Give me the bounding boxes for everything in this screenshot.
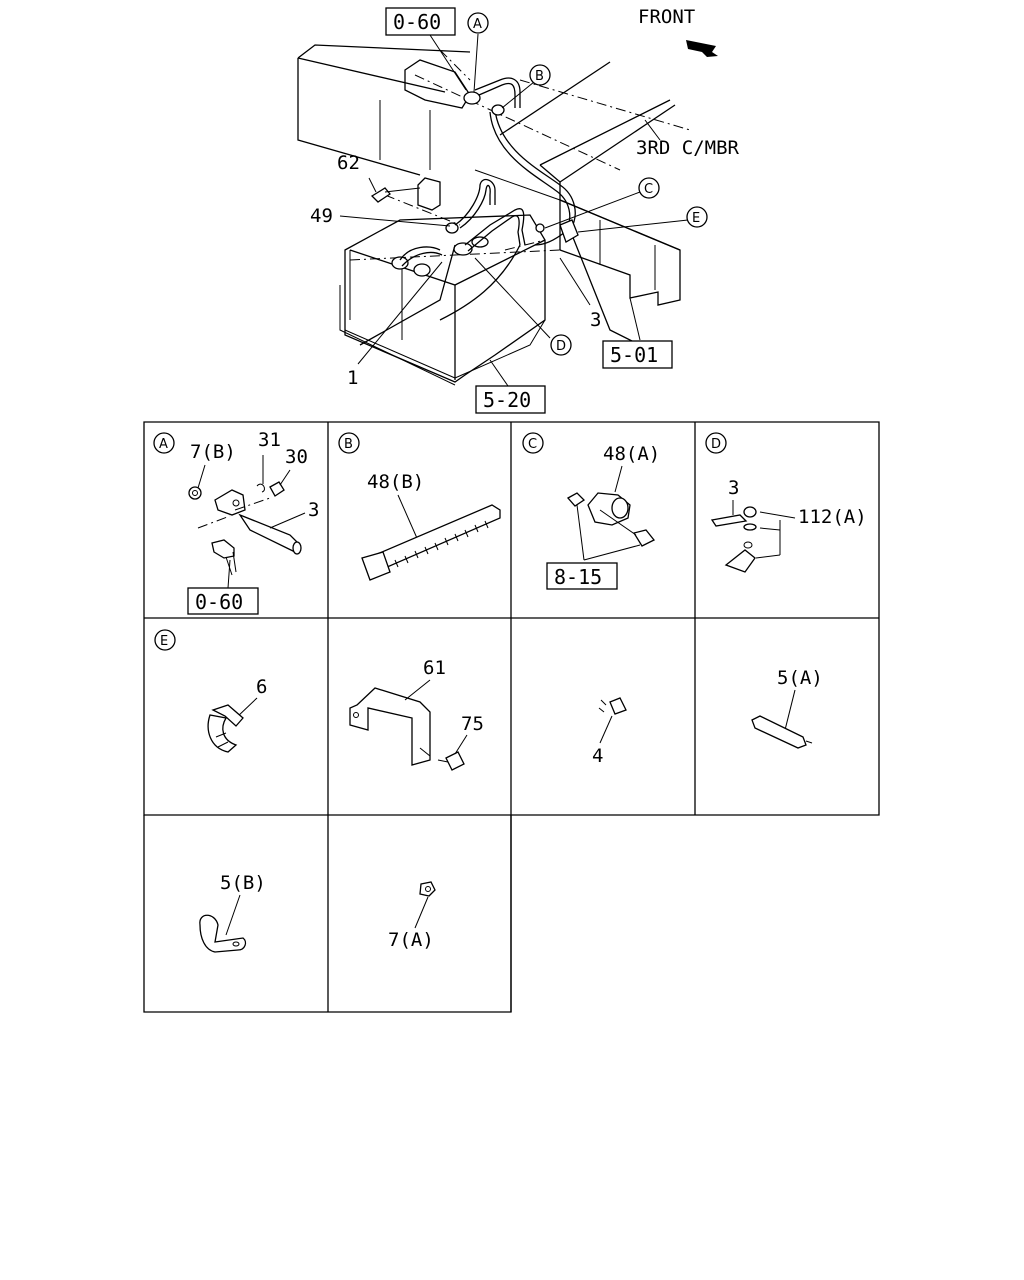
panel-61-label-61: 61 <box>423 657 446 679</box>
panel-4-label-4: 4 <box>592 745 603 767</box>
part-number-49: 49 <box>310 205 333 227</box>
detail-panel-bracket-5a: 5(A) <box>751 667 823 749</box>
part-number-1: 1 <box>347 367 358 389</box>
panel-c-circle: C <box>528 437 537 452</box>
detail-panel-clamp-5b: 5(B) <box>199 872 266 953</box>
panel-b-label-48b: 48(B) <box>367 471 424 493</box>
detail-panel-nut-7a: 7(A) <box>388 881 436 951</box>
detail-panel-e: E 6 <box>154 629 267 753</box>
detail-panel-bolt-4: 4 <box>592 697 627 767</box>
front-label: FRONT <box>638 6 695 28</box>
ref-box-5-20: 5-20 <box>483 388 531 412</box>
part-number-62: 62 <box>337 152 360 174</box>
panel-c-ref-box: 8-15 <box>554 565 602 589</box>
panel-e-circle: E <box>160 634 168 649</box>
panel-a-label-7b: 7(B) <box>190 441 236 463</box>
front-arrow-icon <box>686 40 718 57</box>
panel-5b-label: 5(B) <box>220 872 266 894</box>
panel-a-label-30: 30 <box>285 446 308 468</box>
panel-61-label-75: 75 <box>461 713 484 735</box>
part-number-3: 3 <box>590 309 601 331</box>
panel-a-ref-box: 0-60 <box>195 590 243 614</box>
panel-c-label-48a: 48(A) <box>603 443 660 465</box>
callout-c: C <box>644 182 653 197</box>
callout-e: E <box>692 211 700 226</box>
panel-d-label-112a: 112(A) <box>798 506 867 528</box>
detail-panel-b: B 48(B) <box>338 432 501 581</box>
detail-grid <box>143 421 880 1013</box>
panel-7a-label: 7(A) <box>388 929 434 951</box>
ref-box-0-60: 0-60 <box>393 10 441 34</box>
panel-a-label-31: 31 <box>258 429 281 451</box>
panel-d-label-3: 3 <box>728 477 739 499</box>
callout-b: B <box>535 69 544 84</box>
panel-d-circle: D <box>711 437 721 452</box>
crossmember-label: 3RD C/MBR <box>636 137 740 159</box>
ref-box-5-01: 5-01 <box>610 343 658 367</box>
main-assembly: FRONT <box>297 6 740 414</box>
callout-a: A <box>473 17 482 32</box>
callout-d: D <box>556 339 566 354</box>
panel-5a-label: 5(A) <box>777 667 823 689</box>
detail-panel-d: D 3 112(A) <box>705 432 867 573</box>
panel-e-label-6: 6 <box>256 676 267 698</box>
detail-panel-c: C 48(A) 8-15 <box>522 432 660 590</box>
detail-panel-a: A 7(B) 31 30 3 0-60 <box>153 429 319 615</box>
panel-a-label-3: 3 <box>308 499 319 521</box>
detail-panel-bracket-61: 61 75 <box>349 657 484 771</box>
panel-b-circle: B <box>344 437 353 452</box>
panel-a-circle: A <box>159 437 168 452</box>
